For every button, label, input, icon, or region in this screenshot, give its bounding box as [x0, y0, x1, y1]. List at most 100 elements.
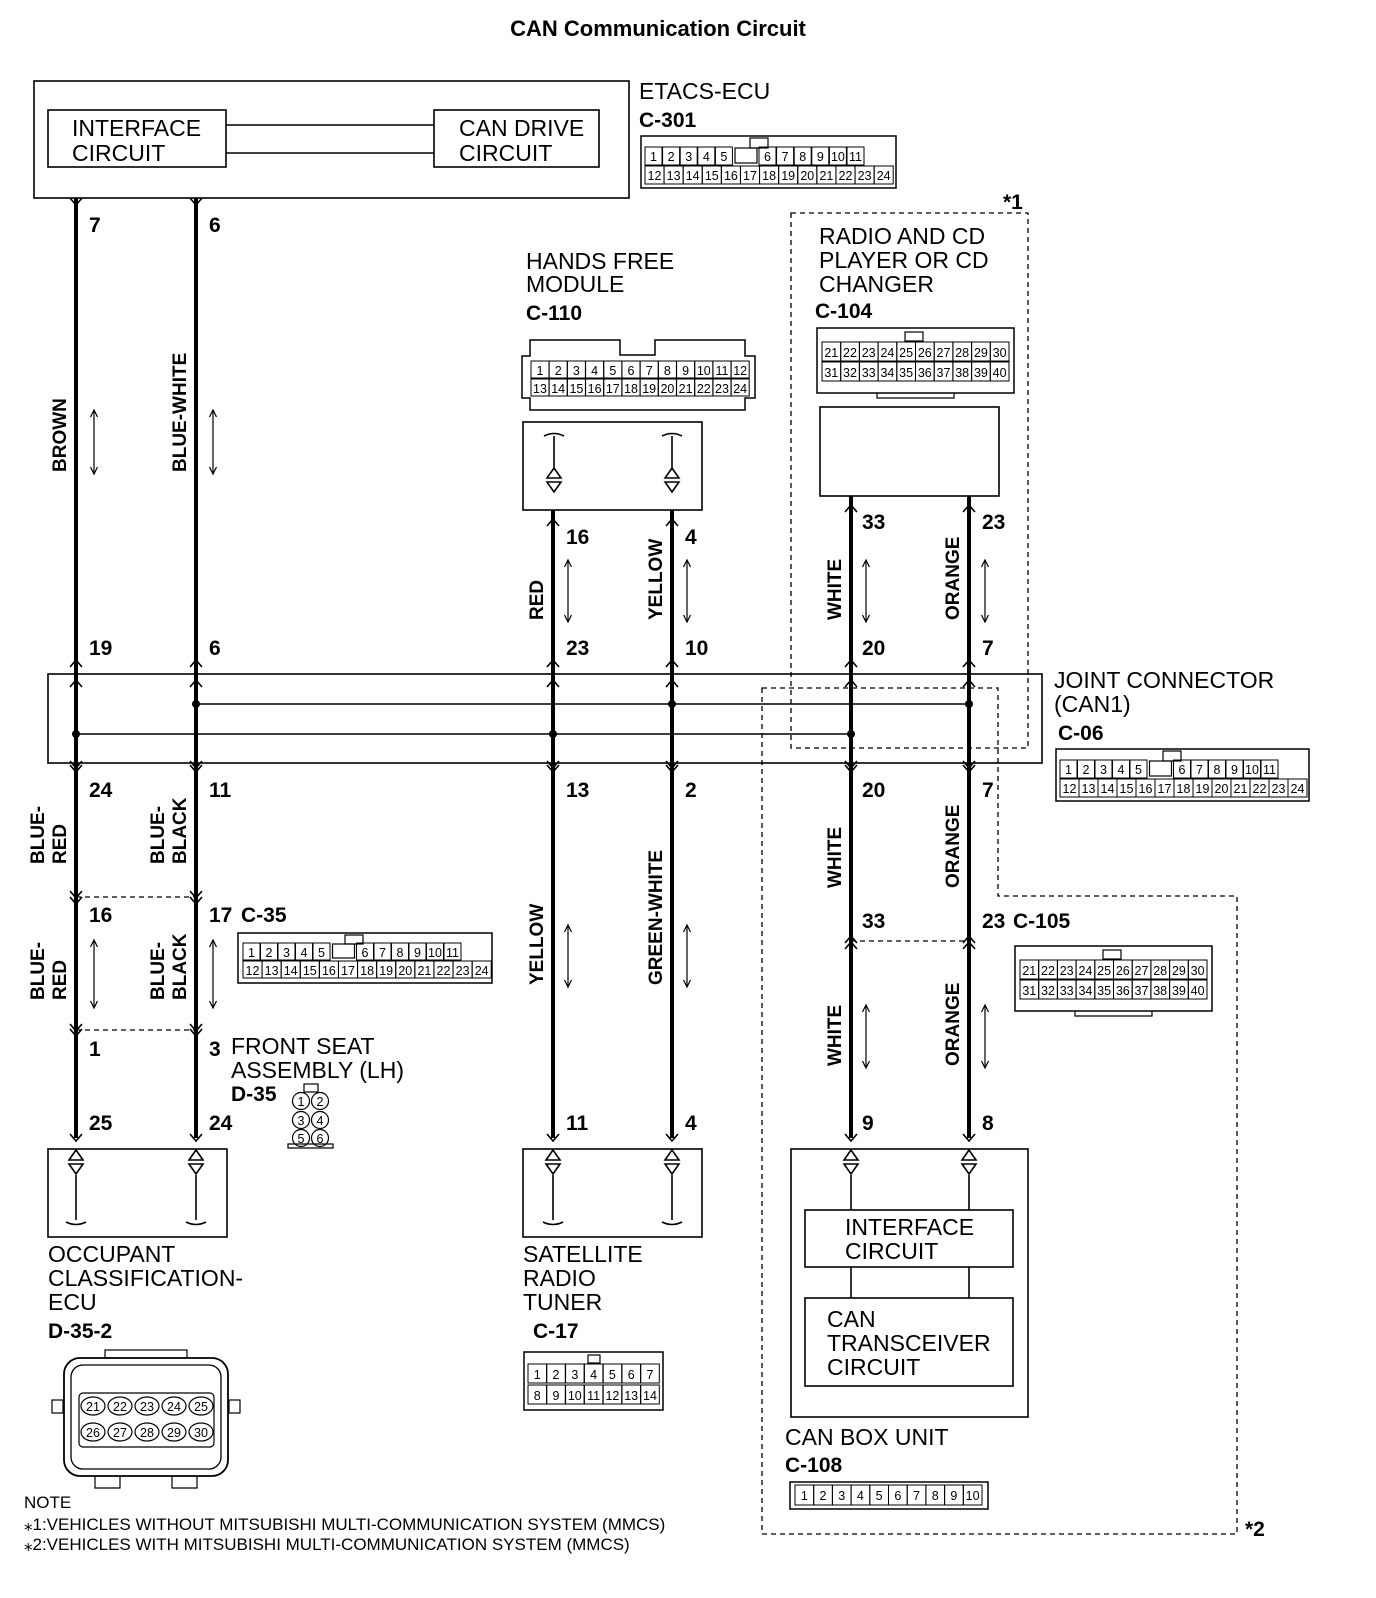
terminal-mark — [665, 517, 679, 527]
pin-label: 22 — [843, 346, 857, 360]
terminal-mark — [962, 658, 976, 668]
pin-label: 23 — [862, 346, 876, 360]
pin-label: 24 — [167, 1400, 181, 1414]
pin-label: 1 — [248, 946, 255, 960]
wire-label-red: RED — [527, 580, 548, 620]
pin-label: 1 — [298, 1095, 305, 1109]
pin-label: 38 — [955, 366, 969, 380]
pin-label: 14 — [643, 1389, 657, 1403]
pin-label: 39 — [974, 366, 988, 380]
pin-label: 13 — [624, 1389, 638, 1403]
pin-label: 24 — [733, 382, 747, 396]
etacs-name: ETACS-ECU — [639, 78, 770, 104]
pin-label: 4 — [857, 1489, 864, 1503]
wire-label-brown: BROWN — [50, 398, 71, 472]
etacs-connector-id: C-301 — [639, 109, 697, 132]
front-seat-name-line1: FRONT SEAT — [231, 1033, 375, 1059]
pin-numbers: 7 6 16 4 33 23 19 6 23 10 20 7 24 11 13 … — [89, 214, 1071, 1135]
pin-label: 38 — [1153, 984, 1167, 998]
pin-radio-33: 33 — [862, 511, 885, 534]
pin-label: 1 — [650, 150, 657, 164]
terminal-mark — [546, 658, 560, 668]
terminal-mark — [665, 764, 679, 774]
pin-label: 25 — [899, 346, 913, 360]
pin-label: 25 — [194, 1400, 208, 1414]
pin-label: 4 — [317, 1114, 324, 1128]
pin-label: 22 — [839, 169, 853, 183]
satellite-connector-id: C-17 — [533, 1320, 579, 1343]
pin-label: 8 — [534, 1389, 541, 1403]
wire-label-blue-black-low-2: BLACK — [170, 933, 191, 1000]
pin-label: 10 — [831, 150, 845, 164]
pin-label: 5 — [298, 1132, 305, 1146]
pin-label: 2 — [317, 1095, 324, 1109]
terminal-mark — [69, 1023, 83, 1033]
pin-label: 2 — [668, 150, 675, 164]
pin-label: 13 — [265, 964, 279, 978]
pin-label: 15 — [569, 382, 583, 396]
pin-label: 37 — [1135, 984, 1149, 998]
pin-label: 23 — [140, 1400, 154, 1414]
terminal-mark — [962, 1133, 976, 1143]
pin-label: 8 — [799, 150, 806, 164]
wire-label-white-upper: WHITE — [825, 559, 846, 620]
pin-label: 9 — [817, 150, 824, 164]
terminal-mark — [546, 678, 560, 688]
pin-label: 11 — [1263, 763, 1276, 777]
terminal-mark — [69, 890, 83, 900]
pin-label: 6 — [894, 1489, 901, 1503]
pin-label: 14 — [284, 964, 298, 978]
canbox-name: CAN BOX UNIT — [785, 1424, 949, 1450]
pin-label: 11 — [849, 150, 862, 164]
pin-label: 11 — [716, 364, 729, 378]
hands-free-module: HANDS FREE MODULE C-110 — [522, 248, 703, 511]
pin-joint-20-bottom: 20 — [862, 779, 885, 802]
pin-c105-23: 23 — [982, 910, 1005, 933]
pin-label: 28 — [955, 346, 969, 360]
pin-label: 13 — [533, 382, 547, 396]
pin-label: 1 — [1065, 763, 1072, 777]
terminal-mark — [69, 1133, 83, 1143]
terminal-mark — [69, 197, 83, 207]
canbox-transceiver-line2: TRANSCEIVER — [827, 1330, 991, 1356]
pin-label: 17 — [606, 382, 620, 396]
pin-label: 3 — [685, 150, 692, 164]
note-1: ⁎1:VEHICLES WITHOUT MITSUBISHI MULTI-COM… — [24, 1515, 665, 1534]
pin-d35-1: 1 — [89, 1038, 101, 1061]
pin-label: 1 — [534, 1368, 541, 1382]
pin-label: 25 — [1097, 964, 1111, 978]
terminal-mark — [69, 760, 83, 770]
terminal-mark — [962, 764, 976, 774]
terminal-mark — [189, 1023, 203, 1033]
pin-label: 23 — [1060, 964, 1074, 978]
etacs-ecu: INTERFACE CIRCUIT CAN DRIVE CIRCUIT ETAC… — [33, 78, 770, 199]
radio-note-mark: *1 — [1003, 191, 1023, 214]
pin-label: 16 — [724, 169, 738, 183]
pin-label: 2 — [266, 946, 273, 960]
pin-label: 7 — [379, 946, 386, 960]
pin-label: 18 — [762, 169, 776, 183]
terminal-mark — [69, 1028, 83, 1038]
etacs-can-drive-line1: CAN DRIVE — [459, 115, 584, 141]
pin-label: 21 — [1022, 964, 1036, 978]
satellite-name-line1: SATELLITE — [523, 1241, 643, 1267]
pin-label: 21 — [417, 964, 431, 978]
pin-label: 36 — [918, 366, 932, 380]
pin-joint-10: 10 — [685, 637, 708, 660]
occupant-classification-ecu: OCCUPANT CLASSIFICATION- ECU D-35-2 — [47, 1148, 243, 1343]
pin-joint-19: 19 — [89, 637, 112, 660]
pin-label: 1 — [801, 1489, 808, 1503]
pin-label: 14 — [686, 169, 700, 183]
terminal-mark — [546, 760, 560, 770]
can-box-unit: INTERFACE CIRCUIT CAN TRANSCEIVER CIRCUI… — [785, 1148, 1029, 1477]
note-heading: NOTE — [24, 1493, 71, 1512]
pin-label: 5 — [720, 150, 727, 164]
terminal-mark — [69, 764, 83, 774]
pin-label: 4 — [590, 1368, 597, 1382]
pin-label: 3 — [838, 1489, 845, 1503]
pin-label: 21 — [86, 1400, 100, 1414]
